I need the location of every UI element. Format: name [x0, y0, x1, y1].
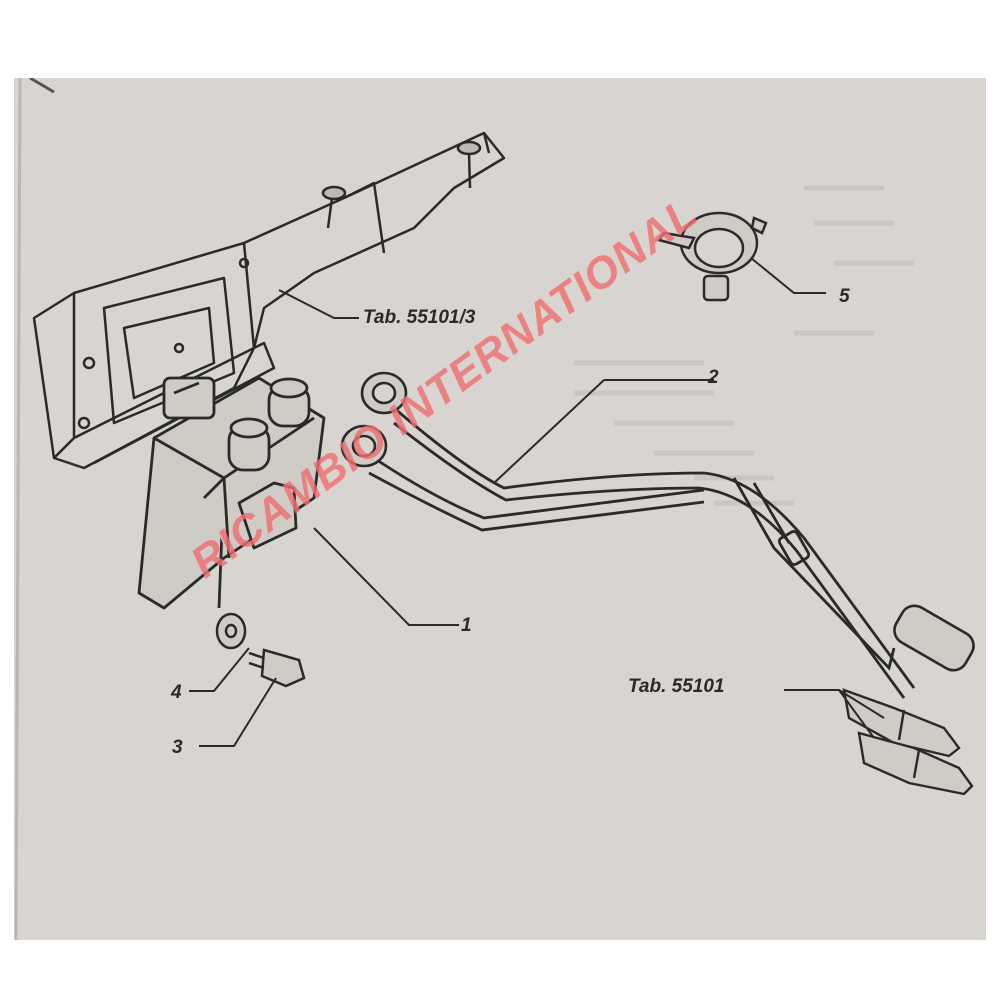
callout-1: 1	[461, 615, 472, 636]
washer	[215, 612, 247, 650]
exploded-parts-diagram	[14, 78, 975, 940]
callout-2: 2	[708, 367, 719, 388]
reference-label-spark-plugs: Tab. 55101	[628, 676, 725, 697]
bracket-studs	[321, 140, 482, 229]
ignition-coil	[137, 376, 326, 610]
ht-leads	[368, 406, 916, 699]
callout-4: 4	[171, 682, 182, 703]
spark-plugs	[842, 688, 974, 796]
manual-page-scan: Tab. 55101/3 Tab. 55101 1 2 3 4 5 RICAMB…	[14, 78, 986, 940]
coil-bracket	[32, 131, 506, 470]
reference-label-bracket: Tab. 55101/3	[363, 307, 476, 328]
callout-5: 5	[839, 286, 850, 307]
hose-clip	[656, 211, 768, 302]
bolt	[248, 648, 306, 688]
lead-boots	[340, 371, 975, 672]
leader-lines	[189, 257, 885, 747]
callout-3: 3	[172, 737, 183, 758]
